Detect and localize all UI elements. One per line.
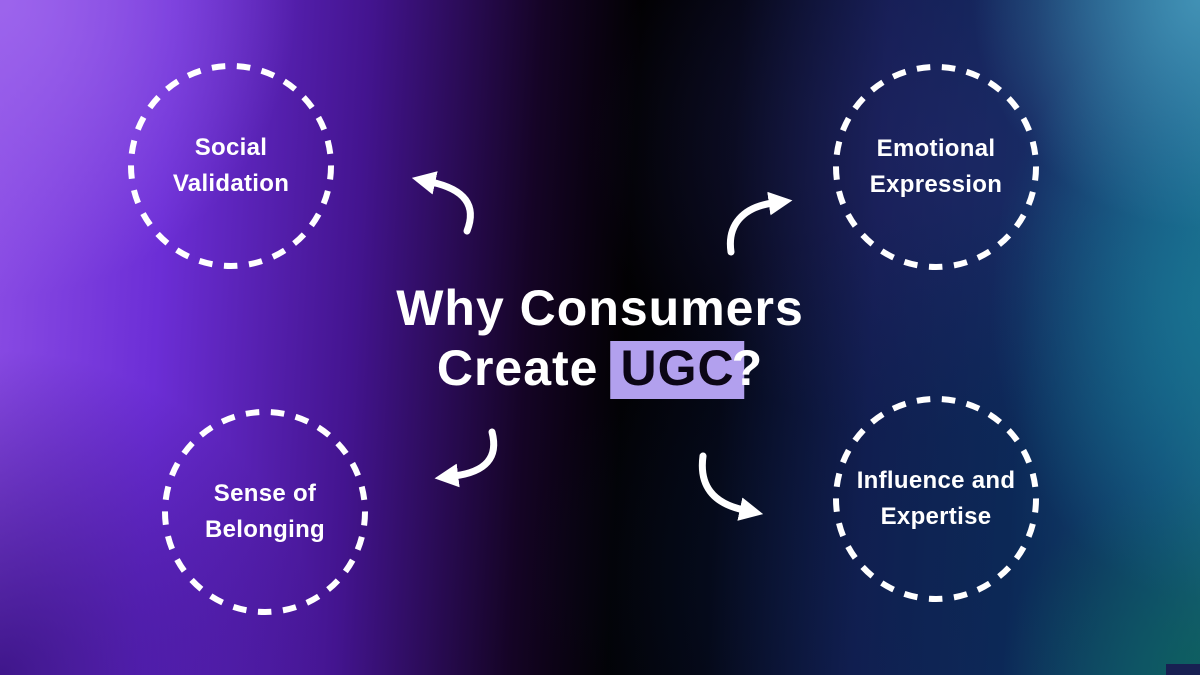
reason-label-social-validation: Social Validation <box>121 56 341 276</box>
reason-label-line: Emotional <box>876 135 996 162</box>
dashed-circle-icon <box>833 64 1039 270</box>
curved-arrow-down-right-icon <box>698 452 764 521</box>
ugc-highlight: UGC <box>610 341 745 399</box>
corner-accent-rect <box>1166 664 1200 675</box>
reason-label-sense-of-belonging: Sense of Belonging <box>155 402 375 622</box>
reason-label-line: Social <box>194 134 268 161</box>
title-line-1: Why Consumers <box>396 280 804 336</box>
reason-node-influence-expertise: Influence and Expertise <box>826 389 1046 609</box>
reason-label-line: Belonging <box>204 516 326 543</box>
curved-arrow-up-right-icon <box>726 191 793 256</box>
reason-label-line: Validation <box>172 170 290 197</box>
title-create-text: Create <box>436 340 599 396</box>
title-question-mark: ? <box>731 340 764 396</box>
reason-label-influence-expertise: Influence and Expertise <box>826 389 1046 609</box>
reason-node-sense-of-belonging: Sense of Belonging <box>155 402 375 622</box>
curved-arrow-down-left-icon <box>434 428 498 488</box>
reason-label-line: Sense of <box>213 480 317 507</box>
reason-label-line: Influence and <box>856 467 1016 494</box>
reason-label-line: Expression <box>869 171 1003 198</box>
dashed-circle-icon <box>128 63 334 269</box>
curved-arrow-up-left-icon <box>411 171 474 235</box>
reason-label-emotional-expression: Emotional Expression <box>826 57 1046 277</box>
reason-label-line: Expertise <box>880 503 992 530</box>
dashed-circle-icon <box>833 396 1039 602</box>
reason-node-emotional-expression: Emotional Expression <box>826 57 1046 277</box>
reason-node-social-validation: Social Validation <box>121 56 341 276</box>
dashed-circle-icon <box>162 409 368 615</box>
